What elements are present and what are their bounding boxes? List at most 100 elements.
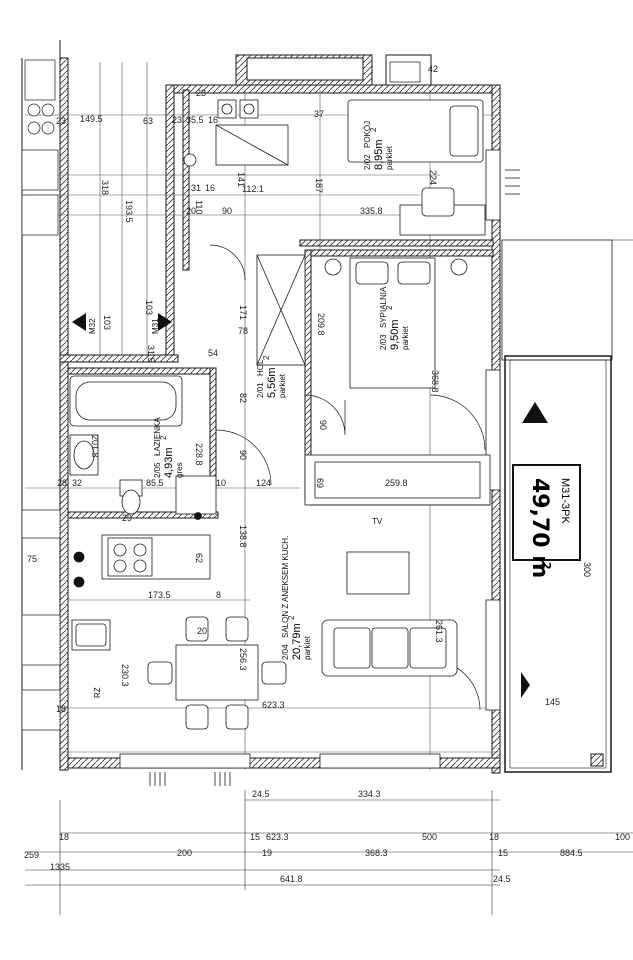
- svg-text:24.5: 24.5: [252, 789, 270, 799]
- svg-text:124: 124: [256, 478, 271, 488]
- m31-label: M31: [151, 318, 160, 334]
- svg-text:641.8: 641.8: [280, 874, 303, 884]
- svg-text:209.8: 209.8: [316, 313, 326, 336]
- svg-text:103: 103: [102, 315, 112, 330]
- furniture: [69, 99, 490, 730]
- balcony-arrows: [521, 402, 548, 698]
- hol-area: 5,56m: [266, 367, 278, 398]
- svg-text:32: 32: [72, 478, 82, 488]
- svg-text:2: 2: [287, 615, 296, 620]
- svg-text:2: 2: [159, 435, 168, 440]
- svg-text:300: 300: [582, 562, 592, 577]
- svg-text:145: 145: [545, 697, 560, 707]
- pokoj-label: 2/02: [363, 154, 372, 170]
- dining-table: [175, 644, 259, 701]
- rz-label: RZ: [93, 687, 102, 698]
- svg-text:623.3: 623.3: [266, 832, 289, 842]
- svg-text:141: 141: [236, 172, 246, 187]
- svg-text:78: 78: [238, 326, 248, 336]
- svg-text:173.5: 173.5: [148, 590, 171, 600]
- svg-text:HOL: HOL: [256, 359, 265, 376]
- svg-text:29: 29: [122, 513, 132, 523]
- svg-text:224: 224: [428, 170, 438, 185]
- svg-text:187: 187: [314, 178, 324, 193]
- neighbour-fixtures: [21, 59, 421, 731]
- svg-text:ŁAZIENKA: ŁAZIENKA: [153, 417, 162, 456]
- svg-text:90: 90: [238, 450, 248, 460]
- svg-text:31.5: 31.5: [146, 345, 156, 363]
- apartment-summary: 49,70 m 2 M31-3PK: [512, 464, 581, 578]
- svg-text:138.8: 138.8: [238, 525, 248, 548]
- svg-text:28: 28: [57, 478, 67, 488]
- svg-text:23: 23: [196, 88, 206, 98]
- svg-text:16: 16: [205, 183, 215, 193]
- svg-text:230.3: 230.3: [120, 664, 130, 687]
- lazienka-label: 2/05: [153, 462, 162, 478]
- svg-text:75: 75: [27, 554, 37, 564]
- svg-text:18: 18: [56, 704, 66, 714]
- svg-text:259: 259: [24, 850, 39, 860]
- salon-area: 20,79m: [291, 623, 303, 660]
- svg-text:parkiet: parkiet: [303, 635, 312, 660]
- hol-label: 2/01: [256, 382, 265, 398]
- svg-text:63: 63: [143, 116, 153, 126]
- svg-text:23: 23: [56, 116, 66, 126]
- svg-text:18: 18: [59, 832, 69, 842]
- svg-text:15: 15: [498, 848, 508, 858]
- svg-text:110: 110: [194, 200, 204, 214]
- svg-text:256.3: 256.3: [238, 648, 248, 671]
- svg-text:335.8: 335.8: [360, 206, 383, 216]
- svg-text:884.5: 884.5: [560, 848, 583, 858]
- svg-text:gres: gres: [175, 462, 184, 478]
- svg-text:368.8: 368.8: [430, 370, 440, 393]
- svg-text:149.5: 149.5: [80, 114, 103, 124]
- svg-text:parkiet: parkiet: [385, 145, 394, 170]
- svg-text:82: 82: [238, 393, 248, 403]
- svg-text:2: 2: [369, 127, 378, 132]
- svg-text:90: 90: [222, 206, 232, 216]
- svg-text:31: 31: [191, 183, 201, 193]
- tv-label: TV: [372, 517, 383, 526]
- svg-text:62: 62: [194, 553, 204, 563]
- svg-text:623.3: 623.3: [262, 700, 285, 710]
- balcony: [501, 239, 633, 773]
- shaft-markers: [72, 313, 172, 331]
- dimension-lines: [25, 790, 633, 915]
- sypialnia-label: 2/03: [379, 334, 388, 350]
- svg-text:2: 2: [540, 562, 553, 570]
- svg-text:35.5: 35.5: [186, 115, 204, 125]
- svg-text:193.5: 193.5: [124, 200, 134, 223]
- svg-text:201.8: 201.8: [90, 435, 100, 458]
- svg-text:112.1: 112.1: [242, 184, 264, 194]
- svg-text:parkiet: parkiet: [401, 325, 410, 350]
- pokoj-bed: [347, 99, 484, 163]
- svg-text:16: 16: [208, 115, 218, 125]
- neighbour-walls: [21, 40, 432, 770]
- svg-text:318: 318: [100, 180, 110, 195]
- salon-label: 2/04: [281, 644, 290, 660]
- svg-text:37: 37: [314, 109, 324, 119]
- svg-text:1335: 1335: [50, 862, 70, 872]
- svg-text:2: 2: [385, 305, 394, 310]
- radiators: [149, 169, 520, 786]
- svg-text:20: 20: [197, 626, 207, 636]
- svg-text:parkiet: parkiet: [278, 373, 287, 398]
- m32-label: M32: [88, 318, 97, 334]
- lazienka-area: 4,93m: [163, 447, 175, 478]
- svg-text:20: 20: [186, 206, 196, 216]
- windows: [119, 149, 501, 769]
- svg-text:500: 500: [422, 832, 437, 842]
- apartment-area: 49,70 m: [527, 478, 552, 578]
- svg-text:15: 15: [250, 832, 260, 842]
- svg-text:18: 18: [489, 832, 499, 842]
- pokoj-area: 8,95m: [373, 139, 385, 170]
- dimension-texts: 149.5 63 23 23 35.5 16 23 37 42 318 193.…: [24, 64, 630, 884]
- coffee-table: [346, 551, 410, 595]
- svg-text:8: 8: [216, 590, 221, 600]
- svg-text:10: 10: [216, 478, 226, 488]
- sypialnia-area: 9,50m: [389, 319, 401, 350]
- svg-text:42: 42: [428, 64, 438, 74]
- svg-text:200: 200: [177, 848, 192, 858]
- svg-text:368.3: 368.3: [365, 848, 388, 858]
- svg-text:23: 23: [172, 115, 182, 125]
